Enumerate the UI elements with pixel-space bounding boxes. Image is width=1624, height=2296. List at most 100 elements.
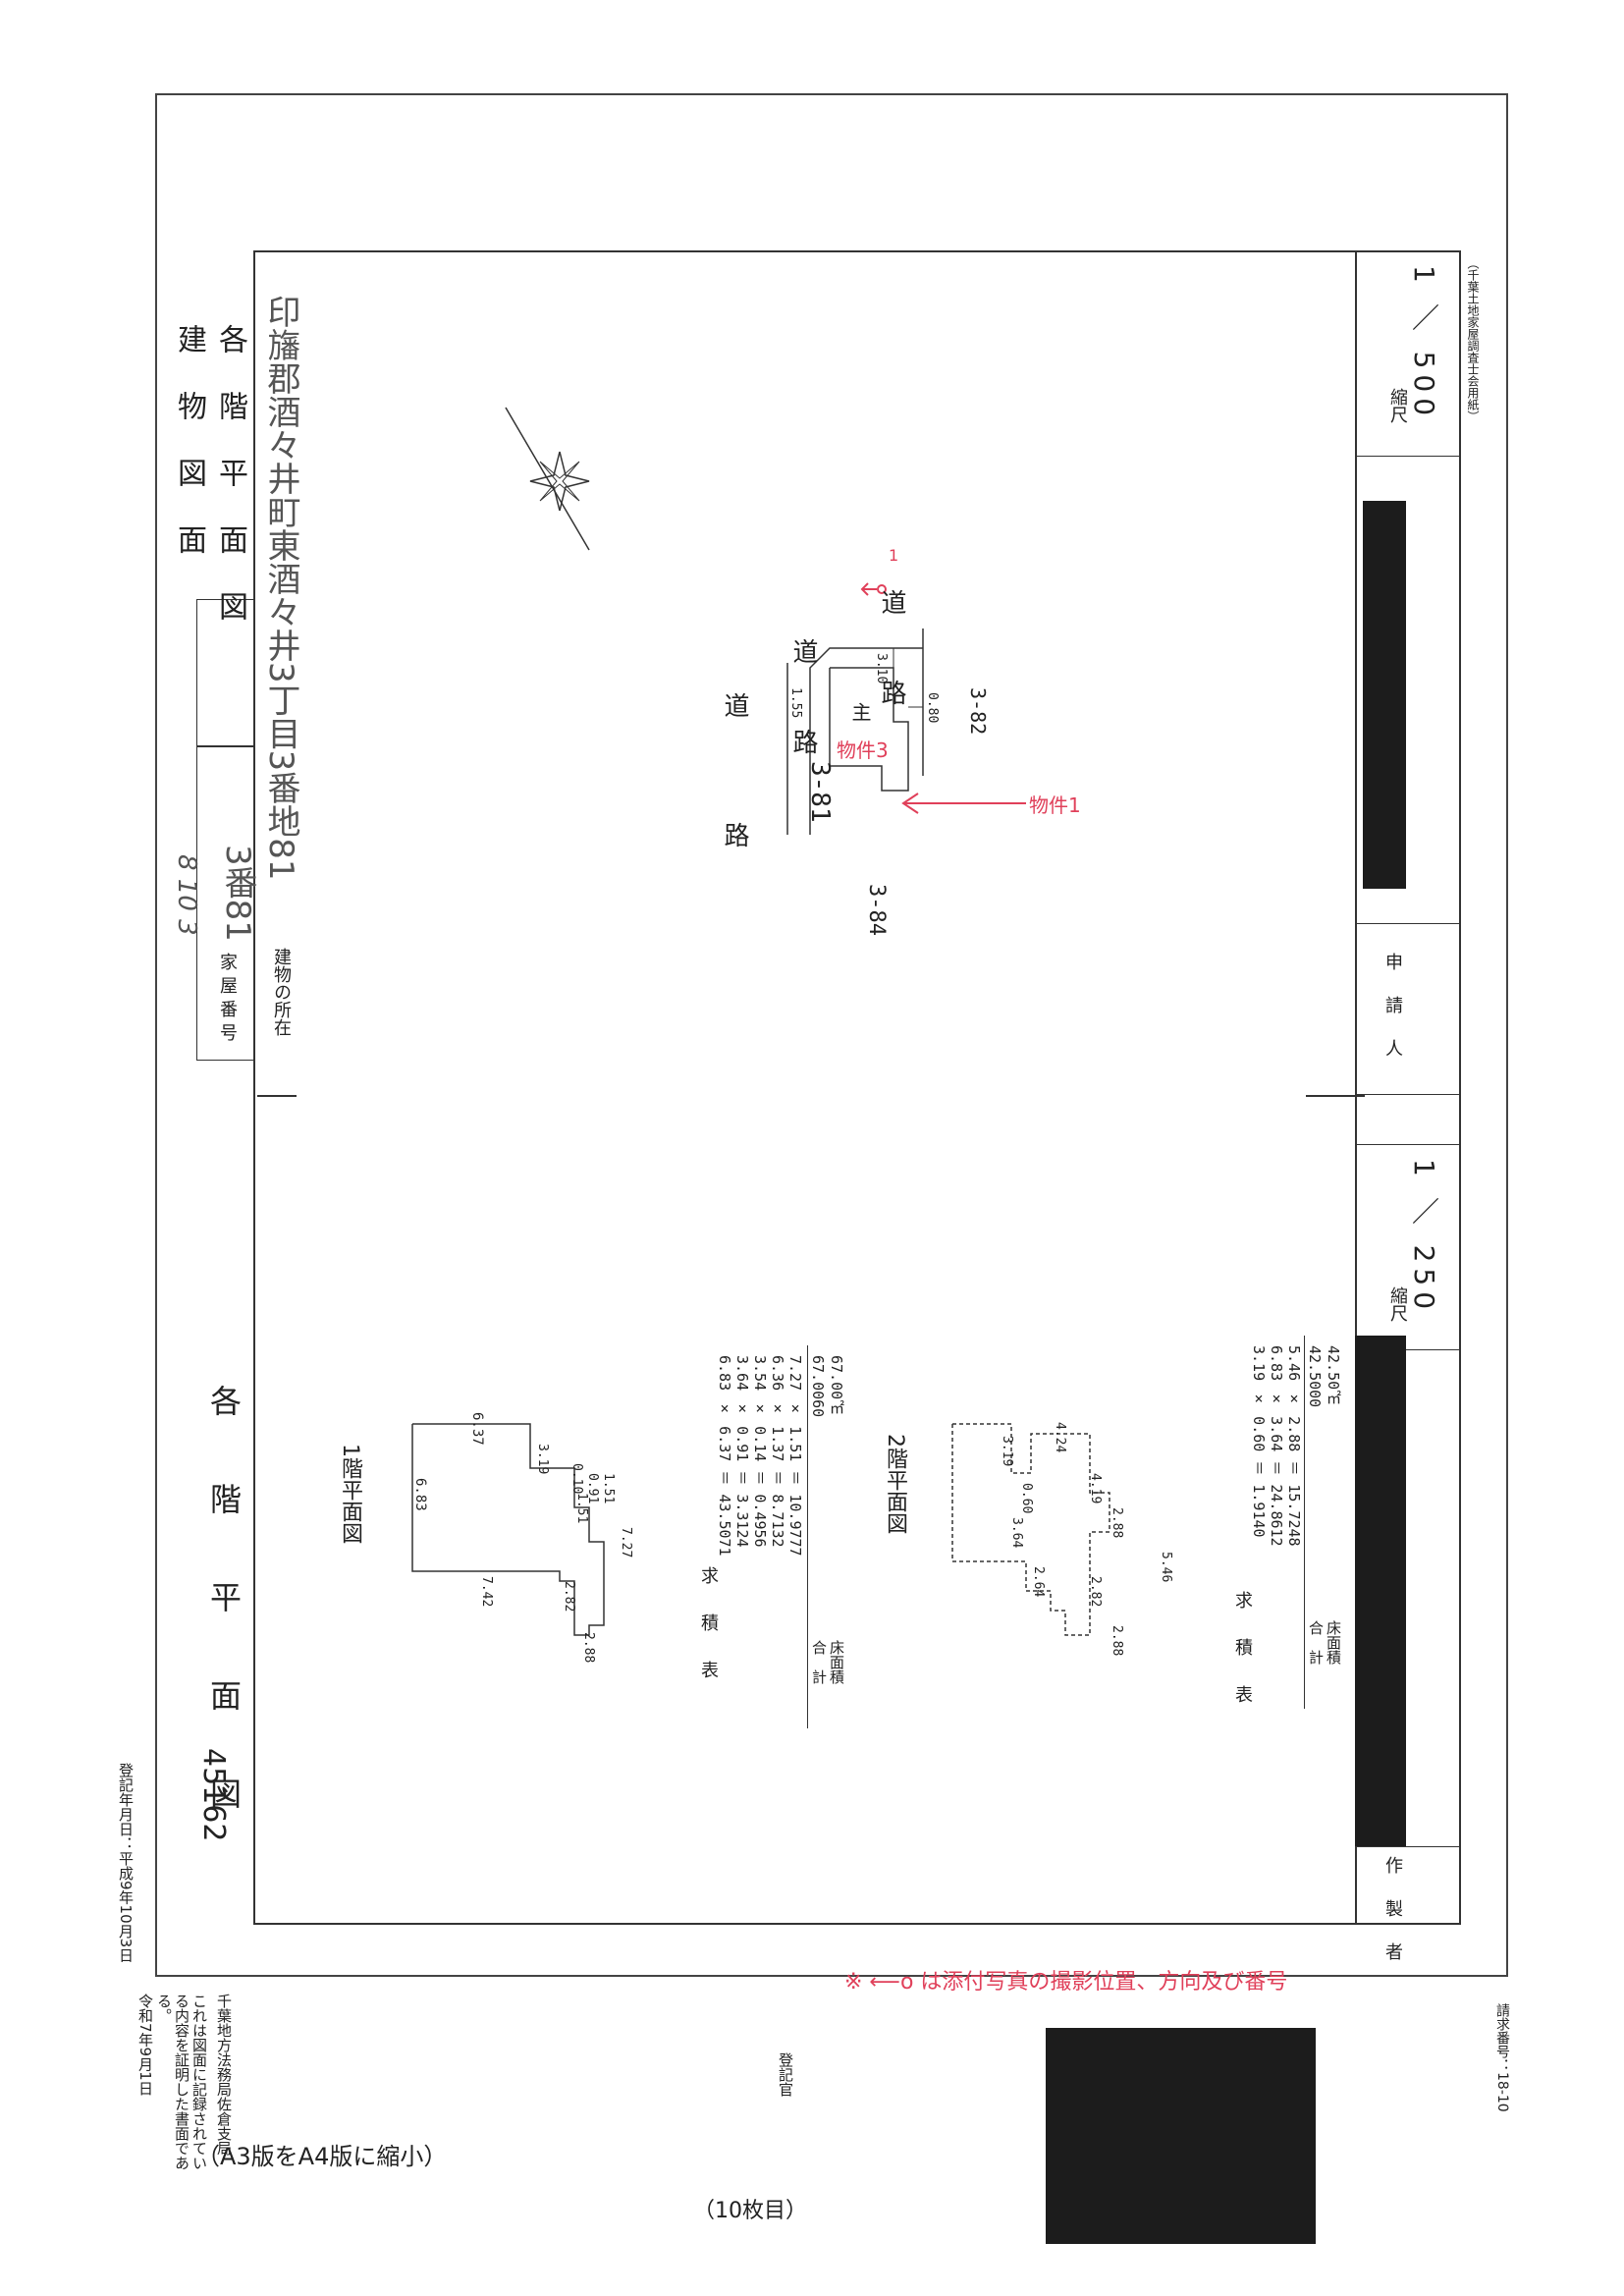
main-building-mark: 主 bbox=[848, 702, 872, 722]
certification-text: これは図面に記録されている内容を証明した書面である。 bbox=[155, 1994, 208, 2170]
creator-label: 作 製 者 bbox=[1382, 1856, 1403, 1964]
redacted-applicant bbox=[1363, 501, 1406, 889]
floor2-area-table: 求 積 表 3.19 × 0.60 ＝ 1.9140 6.83 × 3.64 ＝… bbox=[1227, 1336, 1342, 1709]
scale-box-site bbox=[1355, 250, 1461, 457]
redacted-creator bbox=[1355, 1336, 1406, 1846]
floor2-floor-area-label: 床面積 bbox=[1325, 1620, 1342, 1665]
floor1-dim-9: 7.42 bbox=[479, 1576, 494, 1608]
floor1-dim-0: 6.37 bbox=[469, 1412, 485, 1446]
floor2-dim-3: 0.60 bbox=[1019, 1483, 1034, 1514]
floor2-dim-9: 2.88 bbox=[1110, 1625, 1124, 1657]
floor2-total-label: 合 計 bbox=[1307, 1620, 1325, 1665]
frame-divider-left bbox=[257, 1095, 297, 1097]
request-number: 請求番号：18-10 bbox=[1494, 2003, 1510, 2112]
floor2-dim-5: 2.88 bbox=[1110, 1507, 1124, 1539]
drawing-sheet bbox=[155, 93, 1508, 1977]
scale-box-floor bbox=[1355, 1144, 1461, 1350]
floor1-dim-8: 7.27 bbox=[619, 1527, 633, 1558]
floor1-dim-11: 2.88 bbox=[581, 1632, 596, 1664]
floor1-table-title: 求 積 表 bbox=[698, 1566, 719, 1684]
floor1-area-table: 求 積 表 6.83 × 6.37 ＝ 43.5071 3.64 × 0.91 … bbox=[687, 1345, 845, 1728]
floor1-table-row-3: 6.36 × 1.37 ＝ 8.7132 bbox=[769, 1355, 786, 1548]
redacted-seal bbox=[1046, 2028, 1316, 2244]
floor2-dim-7: 2.64 bbox=[1031, 1566, 1046, 1598]
paper-label: （千葉土地家屋調査士会用紙） bbox=[1466, 257, 1480, 422]
floor1-plan bbox=[411, 1423, 605, 1636]
creator-box bbox=[1355, 1846, 1461, 1925]
floor1-title: 1階平面図 bbox=[338, 1444, 362, 1544]
frame-divider bbox=[1306, 1095, 1365, 1097]
floor1-table-row-1: 3.64 × 0.91 ＝ 3.3124 bbox=[733, 1355, 751, 1548]
lot-bottom-label: 3-84 bbox=[864, 884, 889, 936]
floor1-dim-3: 0.10 bbox=[569, 1463, 584, 1495]
page-count: （10枚目） bbox=[693, 2199, 807, 2223]
handwritten-note: 8 10 3 bbox=[172, 854, 201, 936]
floor2-dim-4: 3.64 bbox=[1009, 1517, 1024, 1549]
drawing-title: 建 物 図 面 bbox=[172, 324, 206, 558]
floor2-table-row-0: 3.19 × 0.60 ＝ 1.9140 bbox=[1250, 1345, 1268, 1538]
floor1-dim-6: 1.51 bbox=[574, 1493, 589, 1524]
title-block bbox=[157, 599, 255, 1061]
floor2-title: 2階平面図 bbox=[883, 1434, 907, 1534]
certification-date: 令和7年9月1日 bbox=[136, 1994, 154, 2096]
right-column-line bbox=[1355, 250, 1357, 1925]
reduction-note: （A3版をA4版に縮小） bbox=[196, 2143, 448, 2170]
floor2-floor-area: 42.50㎡ bbox=[1325, 1345, 1342, 1405]
applicant-label: 申 請 人 bbox=[1382, 953, 1403, 1061]
floor1-table-row-0: 6.83 × 6.37 ＝ 43.5071 bbox=[716, 1355, 733, 1557]
floor1-total-label: 合 計 bbox=[810, 1640, 828, 1684]
lot-right-label: 3-82 bbox=[966, 687, 990, 736]
road-label-left: 道 路 bbox=[720, 692, 749, 887]
floor2-plan bbox=[951, 1423, 1110, 1636]
floor1-table-row-2: 3.54 × 0.14 ＝ 0.4956 bbox=[751, 1355, 769, 1548]
floor-scale: 1 ／ 250 bbox=[1408, 1159, 1440, 1316]
floor-section-title: 各 階 平 面 図 bbox=[205, 1385, 243, 1827]
floor2-table-row-1: 6.83 × 3.64 ＝ 24.8612 bbox=[1268, 1345, 1285, 1547]
property1-label: 物件1 bbox=[1029, 793, 1081, 817]
location-value: 印旛郡酒々井町東酒々井3丁目3番地81 bbox=[261, 295, 300, 881]
building-outline bbox=[829, 667, 909, 792]
floor1-dim-4: 0.91 bbox=[585, 1473, 600, 1504]
floor2-dim-1: 4.24 bbox=[1053, 1422, 1067, 1453]
lot-main-label: 3-81 bbox=[805, 761, 835, 823]
floor1-total: 67.0060 bbox=[809, 1355, 827, 1418]
compass-icon bbox=[505, 407, 590, 551]
site-dim-2: 3.10 bbox=[874, 653, 889, 684]
applicant-box bbox=[1355, 923, 1461, 1095]
site-dim-3: 0.80 bbox=[925, 692, 940, 724]
scale-label-floor: 縮尺 bbox=[1387, 1286, 1408, 1322]
floor2-dim-0: 3.19 bbox=[1000, 1436, 1014, 1467]
house-number-label: 家屋番号 bbox=[217, 953, 238, 1047]
photo-marker-icon bbox=[860, 582, 887, 596]
floor1-dim-2: 3.19 bbox=[535, 1444, 550, 1475]
floor1-dim-5: 1.51 bbox=[601, 1473, 616, 1504]
floor2-table-title: 求 積 表 bbox=[1232, 1591, 1253, 1709]
floor1-floor-area: 67.00㎡ bbox=[828, 1355, 845, 1415]
site-dim-1: 1.55 bbox=[788, 687, 803, 719]
floor2-dim-6: 5.46 bbox=[1159, 1552, 1173, 1583]
floor2-dim-2: 4.19 bbox=[1088, 1473, 1103, 1504]
floor1-dim-1: 6.83 bbox=[412, 1478, 428, 1511]
floor1-dim-10: 2.82 bbox=[562, 1581, 576, 1613]
site-scale: 1 ／ 500 bbox=[1408, 265, 1440, 422]
road-label-top: 道 路 bbox=[788, 638, 818, 774]
floor1-table-row-4: 7.27 × 1.51 ＝ 10.9777 bbox=[786, 1355, 804, 1557]
photo-note: ※ ⟵o は添付写真の撮影位置、方向及び番号 bbox=[844, 1970, 1288, 1995]
property3-label: 物件3 bbox=[837, 738, 889, 762]
photo-marker-number: 1 bbox=[889, 546, 899, 565]
floor2-table-row-2: 5.46 × 2.88 ＝ 15.7248 bbox=[1285, 1345, 1303, 1547]
floor2-dim-8: 2.82 bbox=[1088, 1576, 1103, 1608]
site-plan bbox=[505, 407, 1026, 835]
floor2-total: 42.5000 bbox=[1306, 1345, 1324, 1408]
floor1-floor-area-label: 床面積 bbox=[828, 1640, 845, 1684]
lot-boundary bbox=[809, 647, 923, 835]
doc-number: 45162 bbox=[196, 1748, 231, 1842]
registration-date: 登記年月日：平成9年10月3日 bbox=[117, 1763, 135, 1963]
house-number-value: 3番81 bbox=[218, 845, 257, 942]
certification-office: 千葉地方法務局佐倉支局 bbox=[215, 1994, 233, 2156]
scale-label-site: 縮尺 bbox=[1387, 388, 1408, 423]
drawing-subtitle: 各 階 平 面 図 bbox=[213, 324, 247, 625]
location-label: 建物の所在 bbox=[271, 948, 292, 1036]
road-label-right: 道 路 bbox=[877, 589, 906, 725]
registrar-label: 登記官 bbox=[777, 2052, 794, 2097]
